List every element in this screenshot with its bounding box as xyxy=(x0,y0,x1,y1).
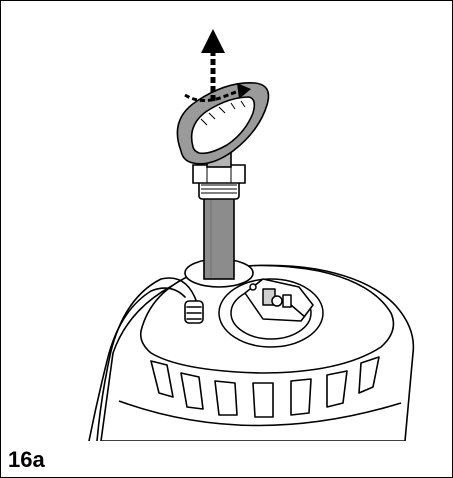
pump-rod xyxy=(184,146,254,288)
sprayer-pump-illustration xyxy=(88,29,415,441)
sprayer-tank xyxy=(100,264,415,441)
pump-handle xyxy=(176,82,270,165)
figure-label: 16a xyxy=(8,447,45,472)
twist-arrow-icon xyxy=(184,83,251,102)
pressure-valve xyxy=(218,278,324,348)
pull-up-arrow-icon xyxy=(201,29,225,101)
sprayer-hose xyxy=(88,277,204,441)
